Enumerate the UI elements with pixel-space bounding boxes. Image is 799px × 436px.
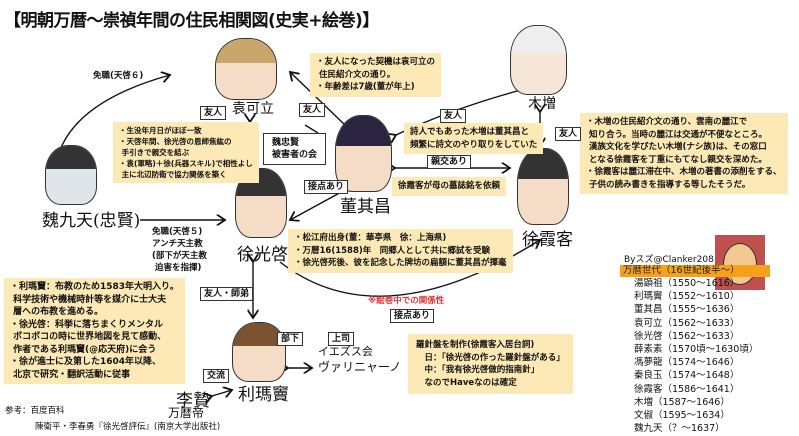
name-li-madou: 利瑪竇 <box>238 385 289 405</box>
tag-friend-yuan-dong: 友人 <box>299 103 326 117</box>
note-mu-xk: ・木増の住民紹介文の通り、雲南の麗江で 知り合う。当時の麗江は交通が不便なところ… <box>580 113 788 194</box>
list-item: 薛素素（1570頃〜1630頃） <box>634 344 759 356</box>
arrow-dong-xu <box>290 190 345 220</box>
name-jesuit: イエズス会 <box>318 345 373 358</box>
note-yuan-xu: ・生没年月日がほぼ一致 ・天啓年間、徐光啓の恩師焦紘の 手引きで親交を結ぶ ・袁… <box>113 122 259 183</box>
list-item: 湯顕祖（1550〜1616） <box>634 278 740 289</box>
list-item: 秦良玉（1574〜1648） <box>634 370 740 382</box>
tag-contact-dong-xu: 接点あり <box>304 180 349 194</box>
list-item: 魏九天（？〜1637） <box>634 423 725 435</box>
list-item: 馮夢龍（1574〜1646） <box>634 357 740 369</box>
author-portrait <box>715 235 765 290</box>
tag-friend-teacher: 友人・師弟 <box>200 287 254 301</box>
list-header: 万暦世代（16世紀後半〜） <box>620 265 770 277</box>
tag-friend-yuan-xu: 友人 <box>200 106 227 120</box>
tag-wei-victims: 魏忠賢 被害者の会 <box>263 133 327 165</box>
name-li-zhi: 李贄 <box>176 391 210 411</box>
page-title: 【明朝万暦〜崇禎年間の住民相関図(史実+絵巻)】 <box>4 11 379 31</box>
tag-friend-mu-xk: 友人 <box>555 127 582 141</box>
list-item: 徐光啓（1562〜1633） <box>634 330 740 342</box>
name-xu-xiake: 徐霞客 <box>522 230 573 250</box>
tag-subordinate: 部下 <box>277 332 304 346</box>
note-compass: 羅針盤を制作(徐霞客入居台詞) 日：「徐光啓の作った羅針盤がある」 中：「我有徐… <box>408 334 573 394</box>
list-item: 利瑪竇（1552〜1610） <box>634 291 740 303</box>
tag-contact-xu-xk: 接点あり <box>390 309 435 323</box>
arrow-wei-yuan <box>59 75 170 151</box>
arrow-lizhi-li <box>212 390 232 396</box>
note-li-xu: ・利瑪竇：布教のため1583年大明入り。 科学技術や機械時計等を媒介に士大夫 層… <box>4 278 185 384</box>
name-wanli: 万暦帝 <box>168 406 205 420</box>
name-xu-guangqi: 徐光啓 <box>237 245 288 265</box>
name-valignano: ヴァリニャーノ <box>318 360 402 374</box>
label-dismiss6: 免職(天啓６) <box>93 71 144 81</box>
name-dong: 董其昌 <box>340 197 391 217</box>
list-item: 文俶（1595〜1634） <box>634 410 730 422</box>
list-item: 董其昌（1555〜1636） <box>634 304 740 316</box>
note-dong-xk: 徐霞客が母の墓誌銘を依頼 <box>392 177 507 196</box>
name-mu: 木増 <box>528 96 556 112</box>
reference-line1: 参考：百度百科 <box>5 406 65 416</box>
arrow-dong-yuan <box>290 72 346 126</box>
name-wei: 魏九天(忠賢) <box>42 211 141 231</box>
note-xu-dong: ・松江府出身(董：華亭県 徐：上海県) ・万暦16(1588)年 同郷人として共… <box>288 229 513 273</box>
xu-xiake-portrait <box>517 148 569 225</box>
note-yuan-dong: ・友人になった契機は袁可立の 住民紹介文の通り。 ・年齢差は7歳(董が年上) <box>310 53 442 97</box>
list-item: 袁可立（1562〜1633） <box>634 317 740 329</box>
name-yuan: 袁可立 <box>232 101 274 117</box>
label-dismiss5: 免職(天啓５) アンチ天主教 (部下が天主教 迫害を指揮) <box>152 227 207 273</box>
wei-jiutian-portrait <box>45 145 97 205</box>
note-mu-dong: 詩人でもあった木増は董其昌と 頻繁に詩文のやり取りをしていた <box>404 123 544 154</box>
list-item: 徐霞客（1586〜1641） <box>634 383 740 395</box>
credit: Byスズ@Clanker208 <box>624 255 714 265</box>
yuan-kelin-portrait <box>215 38 277 100</box>
generation-list: 万暦世代（16世紀後半〜） 湯顕祖（1550〜1616） 利瑪竇（1552〜16… <box>620 265 770 435</box>
list-item: 木増（1587〜1646） <box>634 396 730 408</box>
reference-line2: 陳衛平・李春勇『徐光啓評伝』(南京大学出版社) <box>35 422 221 432</box>
tag-close-dong-xk: 親交あり <box>427 155 472 169</box>
dong-qichang-portrait <box>335 115 392 192</box>
mu-zeng-portrait <box>510 25 567 95</box>
tag-friend-mu-dong: 友人 <box>440 109 467 123</box>
li-madou-portrait <box>232 322 286 382</box>
tag-exchange: 交流 <box>203 369 230 383</box>
tag-superior: 上司 <box>328 332 355 346</box>
label-scroll-note: ※絵巻中での関係性 <box>368 296 445 306</box>
